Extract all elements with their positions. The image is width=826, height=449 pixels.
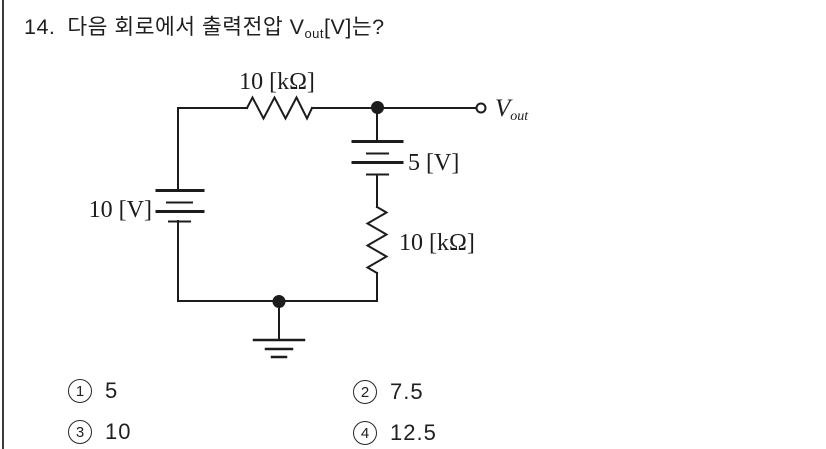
left-battery [155, 189, 205, 223]
choice-option-4[interactable]: 4 12.5 [353, 420, 437, 446]
vout-label-v: V [495, 95, 513, 122]
choice-3-value: 10 [105, 419, 132, 444]
question-text: 다음 회로에서 출력전압 V [67, 15, 305, 39]
choice-4-marker: 4 [353, 421, 377, 445]
right-battery-label: 5 [V] [408, 150, 459, 176]
choice-4-value: 12.5 [390, 420, 437, 445]
question-vout-subscript: out [304, 26, 325, 41]
top-resistor [245, 95, 314, 121]
choice-1-marker: 1 [68, 379, 92, 403]
ground-symbol [252, 300, 306, 359]
right-resistor-label: 10 [kΩ] [399, 230, 475, 256]
vout-label: Vout [495, 95, 529, 124]
left-battery-label: 10 [V] [89, 197, 152, 223]
choice-2-value: 7.5 [390, 379, 424, 404]
choice-2-marker: 2 [353, 380, 377, 404]
question-text-after: [V]는? [324, 15, 385, 39]
choice-3-marker: 3 [68, 420, 92, 444]
choice-1-value: 5 [105, 378, 119, 403]
vout-label-sub: out [510, 109, 529, 124]
page-left-border [2, 0, 4, 449]
choice-option-2[interactable]: 2 7.5 [353, 379, 424, 405]
top-resistor-label: 10 [kΩ] [239, 69, 315, 95]
vout-terminal [475, 102, 487, 114]
question-title: 14. 다음 회로에서 출력전압 Vout[V]는? [24, 13, 385, 48]
choice-option-3[interactable]: 3 10 [68, 419, 131, 445]
right-battery [351, 140, 404, 176]
choice-option-1[interactable]: 1 5 [68, 378, 118, 404]
right-resistor [365, 205, 389, 275]
question-number: 14. [24, 15, 56, 39]
